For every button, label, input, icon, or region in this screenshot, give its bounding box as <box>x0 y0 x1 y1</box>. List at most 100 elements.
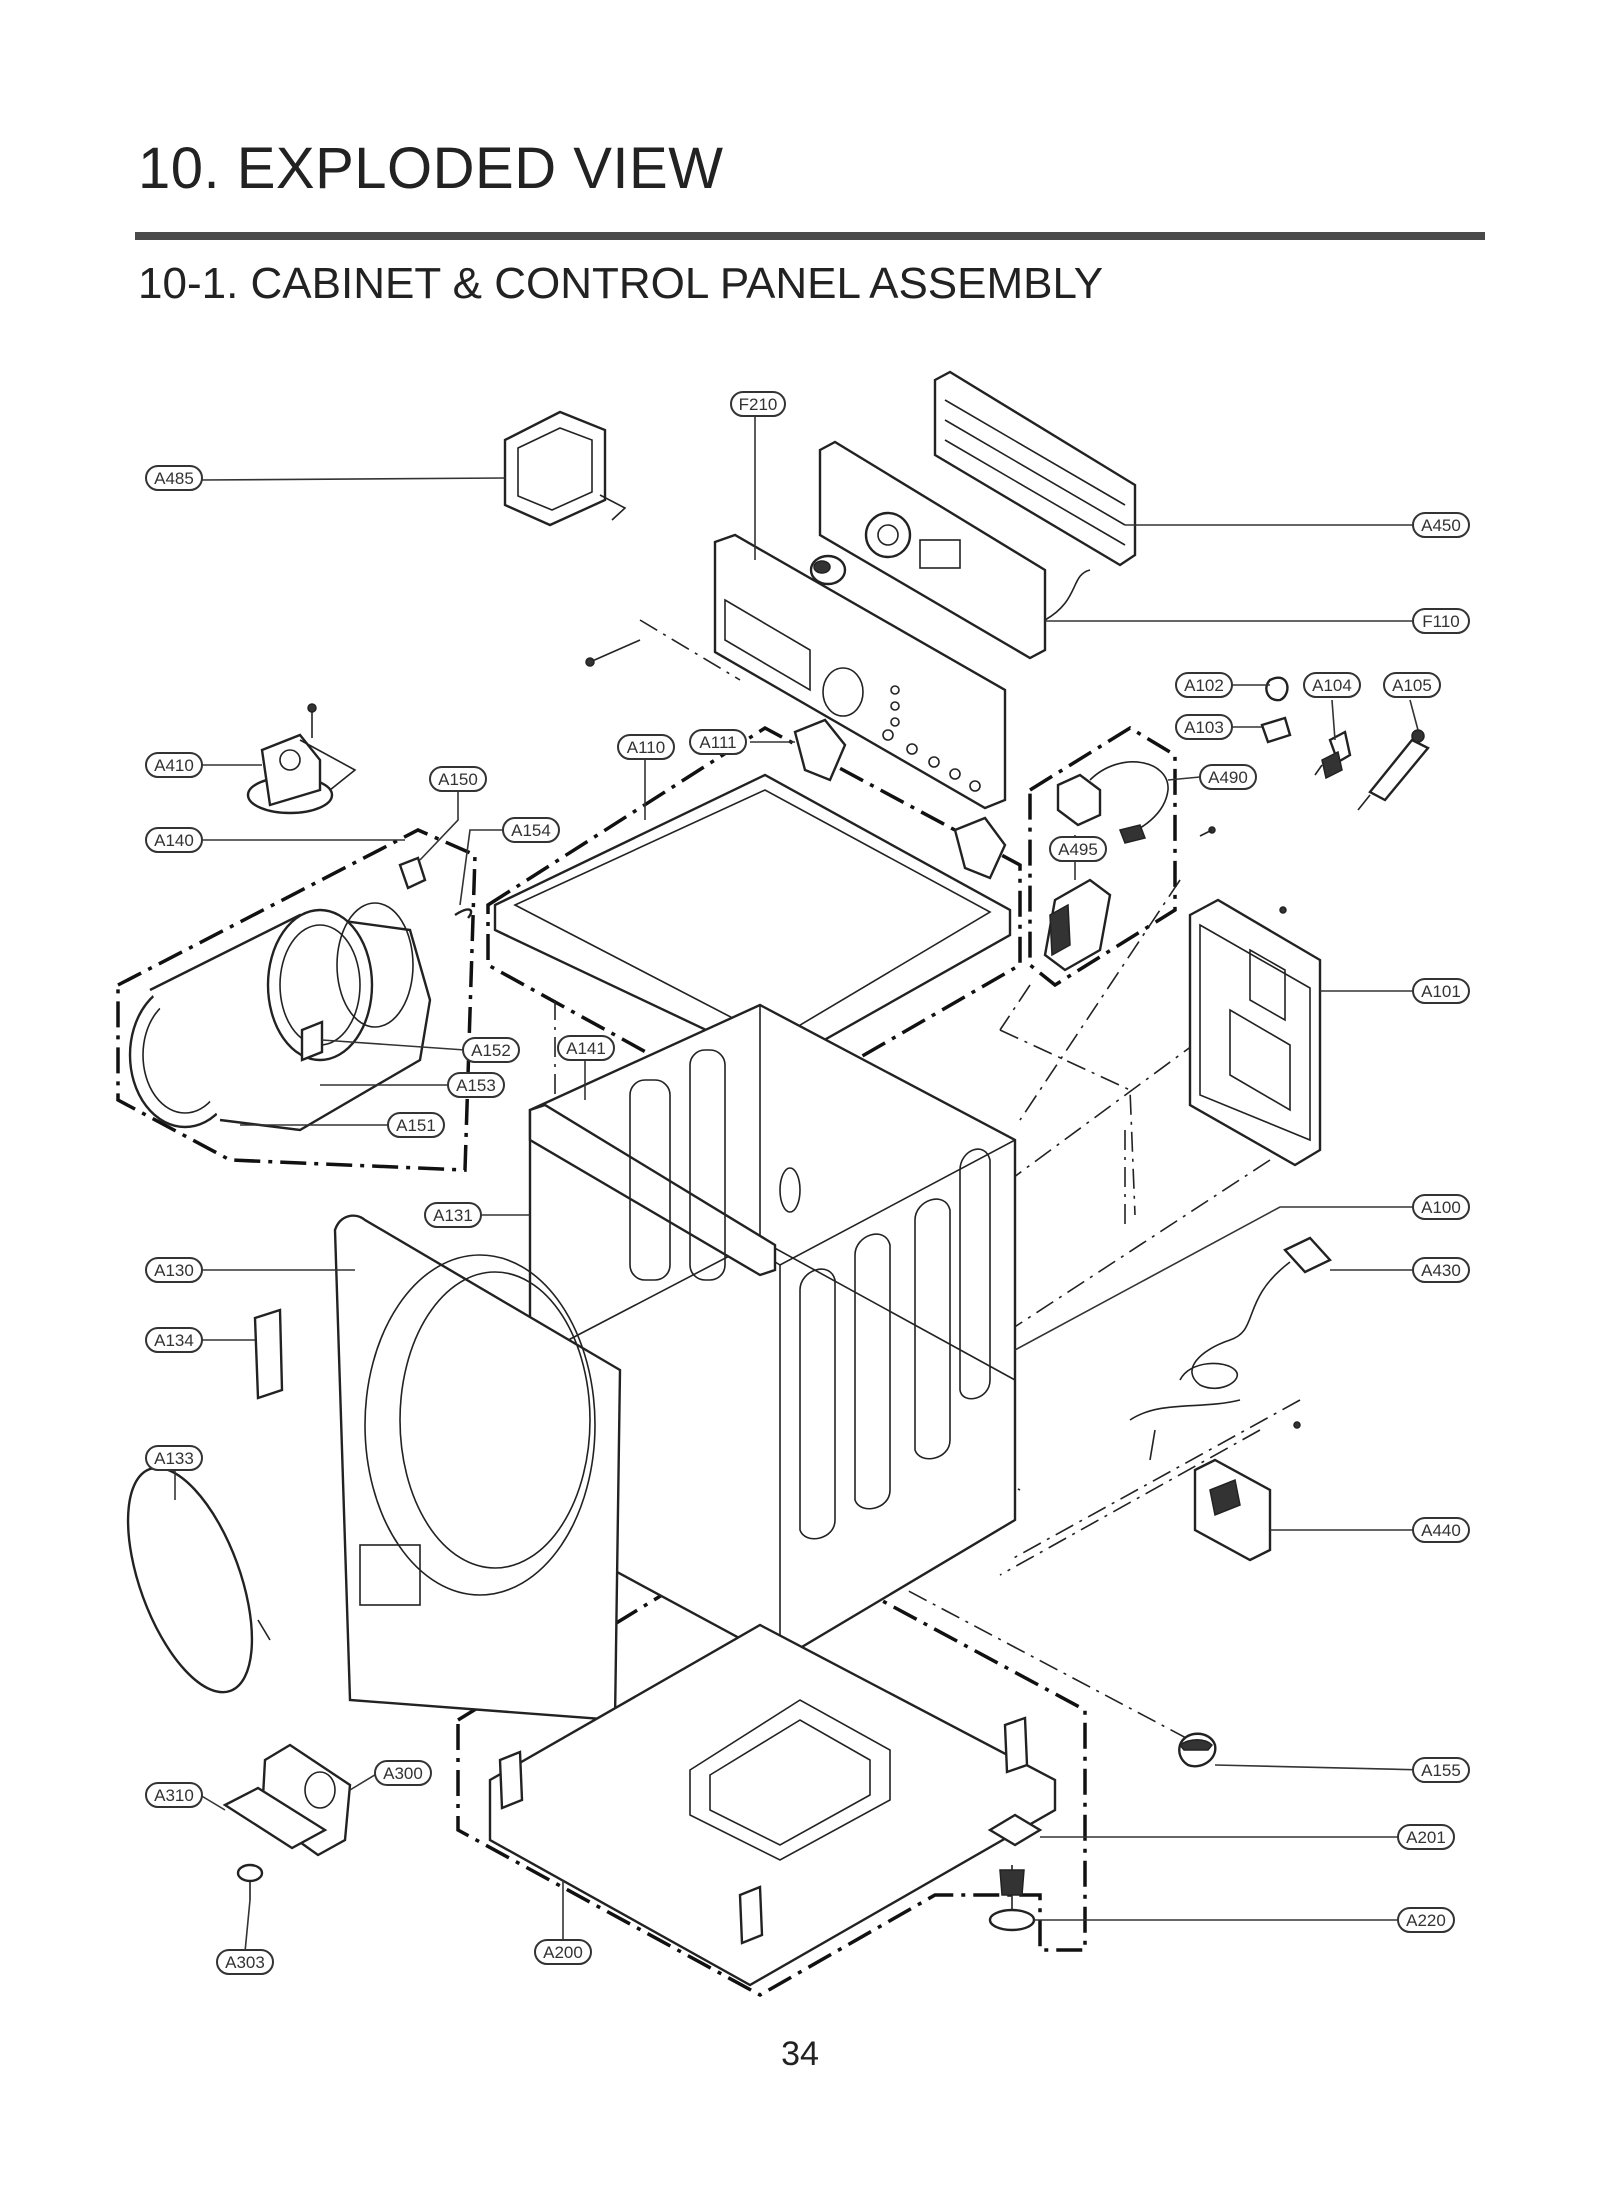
svg-text:A303: A303 <box>225 1953 265 1972</box>
part-a130-front-panel <box>333 1214 622 1722</box>
svg-text:A105: A105 <box>1392 676 1432 695</box>
part-a201-bracket <box>987 1813 1043 1847</box>
part-a200-base <box>488 1623 1057 1987</box>
label-a104: A104 <box>1303 672 1361 698</box>
title-divider <box>135 232 1485 240</box>
part-a110-top-plate <box>493 773 1012 1067</box>
label-a155: A155 <box>1412 1757 1470 1783</box>
label-a101: A101 <box>1412 978 1470 1004</box>
part-a430-power-cord <box>1129 1236 1332 1461</box>
svg-text:A154: A154 <box>511 821 551 840</box>
label-f110: F110 <box>1412 608 1470 634</box>
part-f110-pcb <box>818 440 1091 660</box>
part-a450-panel <box>933 370 1137 567</box>
svg-text:A155: A155 <box>1421 1761 1461 1780</box>
part-a410-assembly <box>246 703 357 815</box>
svg-text:A102: A102 <box>1184 676 1224 695</box>
callout-labels: F210 A485 A450 F110 A102 A104 A105 A103 … <box>145 391 1470 1975</box>
label-a141: A141 <box>557 1035 615 1061</box>
part-a490-switch <box>1056 761 1169 844</box>
label-a105: A105 <box>1383 672 1441 698</box>
svg-text:A152: A152 <box>471 1041 511 1060</box>
label-a485: A485 <box>145 465 203 491</box>
label-a130: A130 <box>145 1257 203 1283</box>
svg-text:A450: A450 <box>1421 516 1461 535</box>
label-a300: A300 <box>374 1760 432 1786</box>
svg-text:A100: A100 <box>1421 1198 1461 1217</box>
label-a490: A490 <box>1199 764 1257 790</box>
part-a100-cabinet <box>528 1003 1017 1662</box>
part-screw-a495 <box>1199 826 1216 837</box>
part-f210-fascia <box>713 533 1007 810</box>
part-screw-f210 <box>585 639 641 667</box>
svg-text:A150: A150 <box>438 770 478 789</box>
part-a133-ring <box>126 1466 271 1694</box>
svg-text:A111: A111 <box>699 733 736 752</box>
label-a100: A100 <box>1412 1194 1470 1220</box>
svg-text:A440: A440 <box>1421 1521 1461 1540</box>
label-a430: A430 <box>1412 1257 1470 1283</box>
part-a101-rear-panel <box>1188 898 1322 1167</box>
svg-text:A300: A300 <box>383 1764 423 1783</box>
label-a151: A151 <box>387 1112 445 1138</box>
svg-text:A495: A495 <box>1058 840 1098 859</box>
label-a103: A103 <box>1175 714 1233 740</box>
part-a102-clip <box>1265 676 1289 702</box>
label-a200: A200 <box>534 1939 592 1965</box>
part-knob <box>809 554 847 586</box>
svg-text:A134: A134 <box>154 1331 194 1350</box>
part-a485-housing <box>503 410 627 527</box>
svg-text:A410: A410 <box>154 756 194 775</box>
svg-text:A485: A485 <box>154 469 194 488</box>
svg-text:A201: A201 <box>1406 1828 1446 1847</box>
label-a133: A133 <box>145 1445 203 1471</box>
part-a104-valve <box>1314 730 1352 780</box>
svg-text:A310: A310 <box>154 1786 194 1805</box>
svg-text:A103: A103 <box>1184 718 1224 737</box>
part-a150-drum-front <box>128 856 432 1132</box>
label-a110: A110 <box>617 734 675 760</box>
label-a152: A152 <box>462 1037 520 1063</box>
label-a440: A440 <box>1412 1517 1470 1543</box>
svg-text:A220: A220 <box>1406 1911 1446 1930</box>
part-a303-screw <box>236 1863 264 1900</box>
label-a102: A102 <box>1175 672 1233 698</box>
label-a495: A495 <box>1049 836 1107 862</box>
svg-text:A130: A130 <box>154 1261 194 1280</box>
label-a150: A150 <box>429 766 487 792</box>
svg-text:F210: F210 <box>739 395 778 414</box>
part-a155-cap <box>1178 1732 1217 1768</box>
part-a220-leveling-foot <box>988 1865 1036 1932</box>
svg-text:A110: A110 <box>627 738 665 757</box>
part-a310-lid <box>222 1786 328 1850</box>
svg-text:A151: A151 <box>396 1116 436 1135</box>
svg-text:A430: A430 <box>1421 1261 1461 1280</box>
svg-text:A104: A104 <box>1312 676 1352 695</box>
label-a153: A153 <box>447 1072 505 1098</box>
label-a220: A220 <box>1397 1907 1455 1933</box>
part-a103-clip <box>1260 716 1292 744</box>
label-a154: A154 <box>502 817 560 843</box>
section-subtitle: 10-1. CABINET & CONTROL PANEL ASSEMBLY <box>138 259 1104 308</box>
label-a303: A303 <box>216 1949 274 1975</box>
label-a140: A140 <box>145 827 203 853</box>
label-a134: A134 <box>145 1327 203 1353</box>
svg-text:A153: A153 <box>456 1076 496 1095</box>
label-a310: A310 <box>145 1782 203 1808</box>
part-a105-damper <box>1357 729 1430 811</box>
label-a111: A111 <box>689 729 747 755</box>
part-a134-label-plate <box>253 1308 284 1400</box>
svg-text:A101: A101 <box>1421 982 1461 1001</box>
label-a450: A450 <box>1412 512 1470 538</box>
leader-lines <box>174 415 1426 1953</box>
svg-text:A131: A131 <box>433 1206 473 1225</box>
page-title: 10. EXPLODED VIEW <box>138 136 724 201</box>
part-a154-clip <box>454 908 473 919</box>
part-a495-bracket <box>1043 878 1112 972</box>
assembly-group-outlines <box>116 725 1177 1998</box>
part-a111-bracket <box>793 718 1007 880</box>
svg-text:A490: A490 <box>1208 768 1248 787</box>
part-a440-filter <box>1193 1421 1301 1562</box>
label-a131: A131 <box>424 1202 482 1228</box>
